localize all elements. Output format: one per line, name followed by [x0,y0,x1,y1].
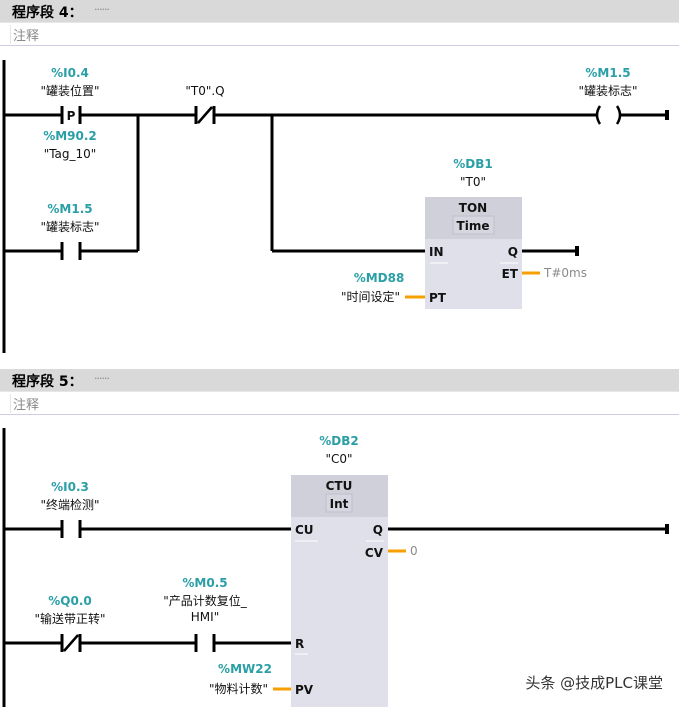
ctu-counter-box[interactable] [291,475,388,707]
operand-address[interactable]: %M1.5 [585,66,630,80]
instance-db-address[interactable]: %DB2 [319,434,358,448]
pin-cu: CU [295,523,314,537]
instance-db-tag[interactable]: "T0" [460,175,486,189]
operand-tag[interactable]: "T0".Q [185,84,224,98]
edge-memory-address[interactable]: %M90.2 [43,129,97,143]
operand-address[interactable]: %I0.4 [51,66,89,80]
timer-type: TON [459,201,487,215]
counter-data-type[interactable]: Int [330,497,349,511]
operand-address[interactable]: %M1.5 [47,202,92,216]
segment-4-title: 程序段 4： [12,5,83,21]
segment-4-header[interactable]: 程序段 4： ...... [0,0,679,22]
segment-5-title-field[interactable]: ...... [94,369,110,382]
timer-data-type[interactable]: Time [457,219,490,233]
segment-5-comment-placeholder: 注释 [10,394,39,413]
pt-address[interactable]: %MD88 [354,271,405,285]
operand-address[interactable]: %I0.3 [51,480,89,494]
rung-end-marker [665,110,669,120]
pv-address[interactable]: %MW22 [218,662,272,676]
operand-tag[interactable]: "罐装位置" [40,83,99,98]
segment-4-comment[interactable]: 注释 [0,22,679,46]
pin-in: IN [429,245,444,259]
operand-tag[interactable]: "产品计数复位_ [163,593,248,608]
no-contact-m0-5[interactable] [194,634,216,652]
rung-end-marker [575,246,579,256]
ton-timer-box[interactable] [425,197,522,309]
pin-q: Q [508,245,518,259]
operand-tag[interactable]: "输送带正转" [34,611,105,626]
segment-4-comment-placeholder: 注释 [10,25,39,44]
operand-address[interactable]: %Q0.0 [48,594,91,608]
operand-tag[interactable]: "终端检测" [40,497,99,512]
cv-value: 0 [410,544,418,558]
pin-q: Q [373,523,383,537]
pv-tag[interactable]: "物料计数" [209,681,268,696]
instance-db-address[interactable]: %DB1 [453,157,492,171]
segment-4-title-field[interactable]: ...... [94,0,110,13]
nc-contact-q0-0[interactable] [60,634,82,652]
p-edge-contact[interactable]: P [60,106,82,124]
operand-tag[interactable]: "罐装标志" [578,84,637,98]
edge-memory-tag[interactable]: "Tag_10" [44,147,97,161]
segment-5-title: 程序段 5： [12,374,83,390]
output-coil[interactable] [595,105,622,125]
pin-et: ET [502,267,519,281]
no-contact-m1-5[interactable] [60,242,82,260]
no-contact-i0-3[interactable] [60,520,82,538]
pin-cv: CV [365,546,384,560]
rung-end-marker [665,524,669,534]
operand-address[interactable]: %M0.5 [182,576,227,590]
pin-pv: PV [295,683,314,697]
p-edge-symbol: P [67,109,76,123]
pt-tag[interactable]: "时间设定" [341,289,400,304]
segment-5-header[interactable]: 程序段 5： ...... [0,369,679,391]
operand-tag-cont[interactable]: HMI" [191,610,219,624]
nc-contact-t0-q[interactable] [194,106,216,124]
pin-pt: PT [429,291,447,305]
counter-type: CTU [326,479,353,493]
instance-db-tag[interactable]: "C0" [325,452,352,466]
watermark: 头条 @技成PLC课堂 [525,674,663,692]
et-value: T#0ms [543,266,587,280]
operand-tag[interactable]: "罐装标志" [40,220,99,234]
segment-5-comment[interactable]: 注释 [0,391,679,415]
pin-r: R [295,637,304,651]
